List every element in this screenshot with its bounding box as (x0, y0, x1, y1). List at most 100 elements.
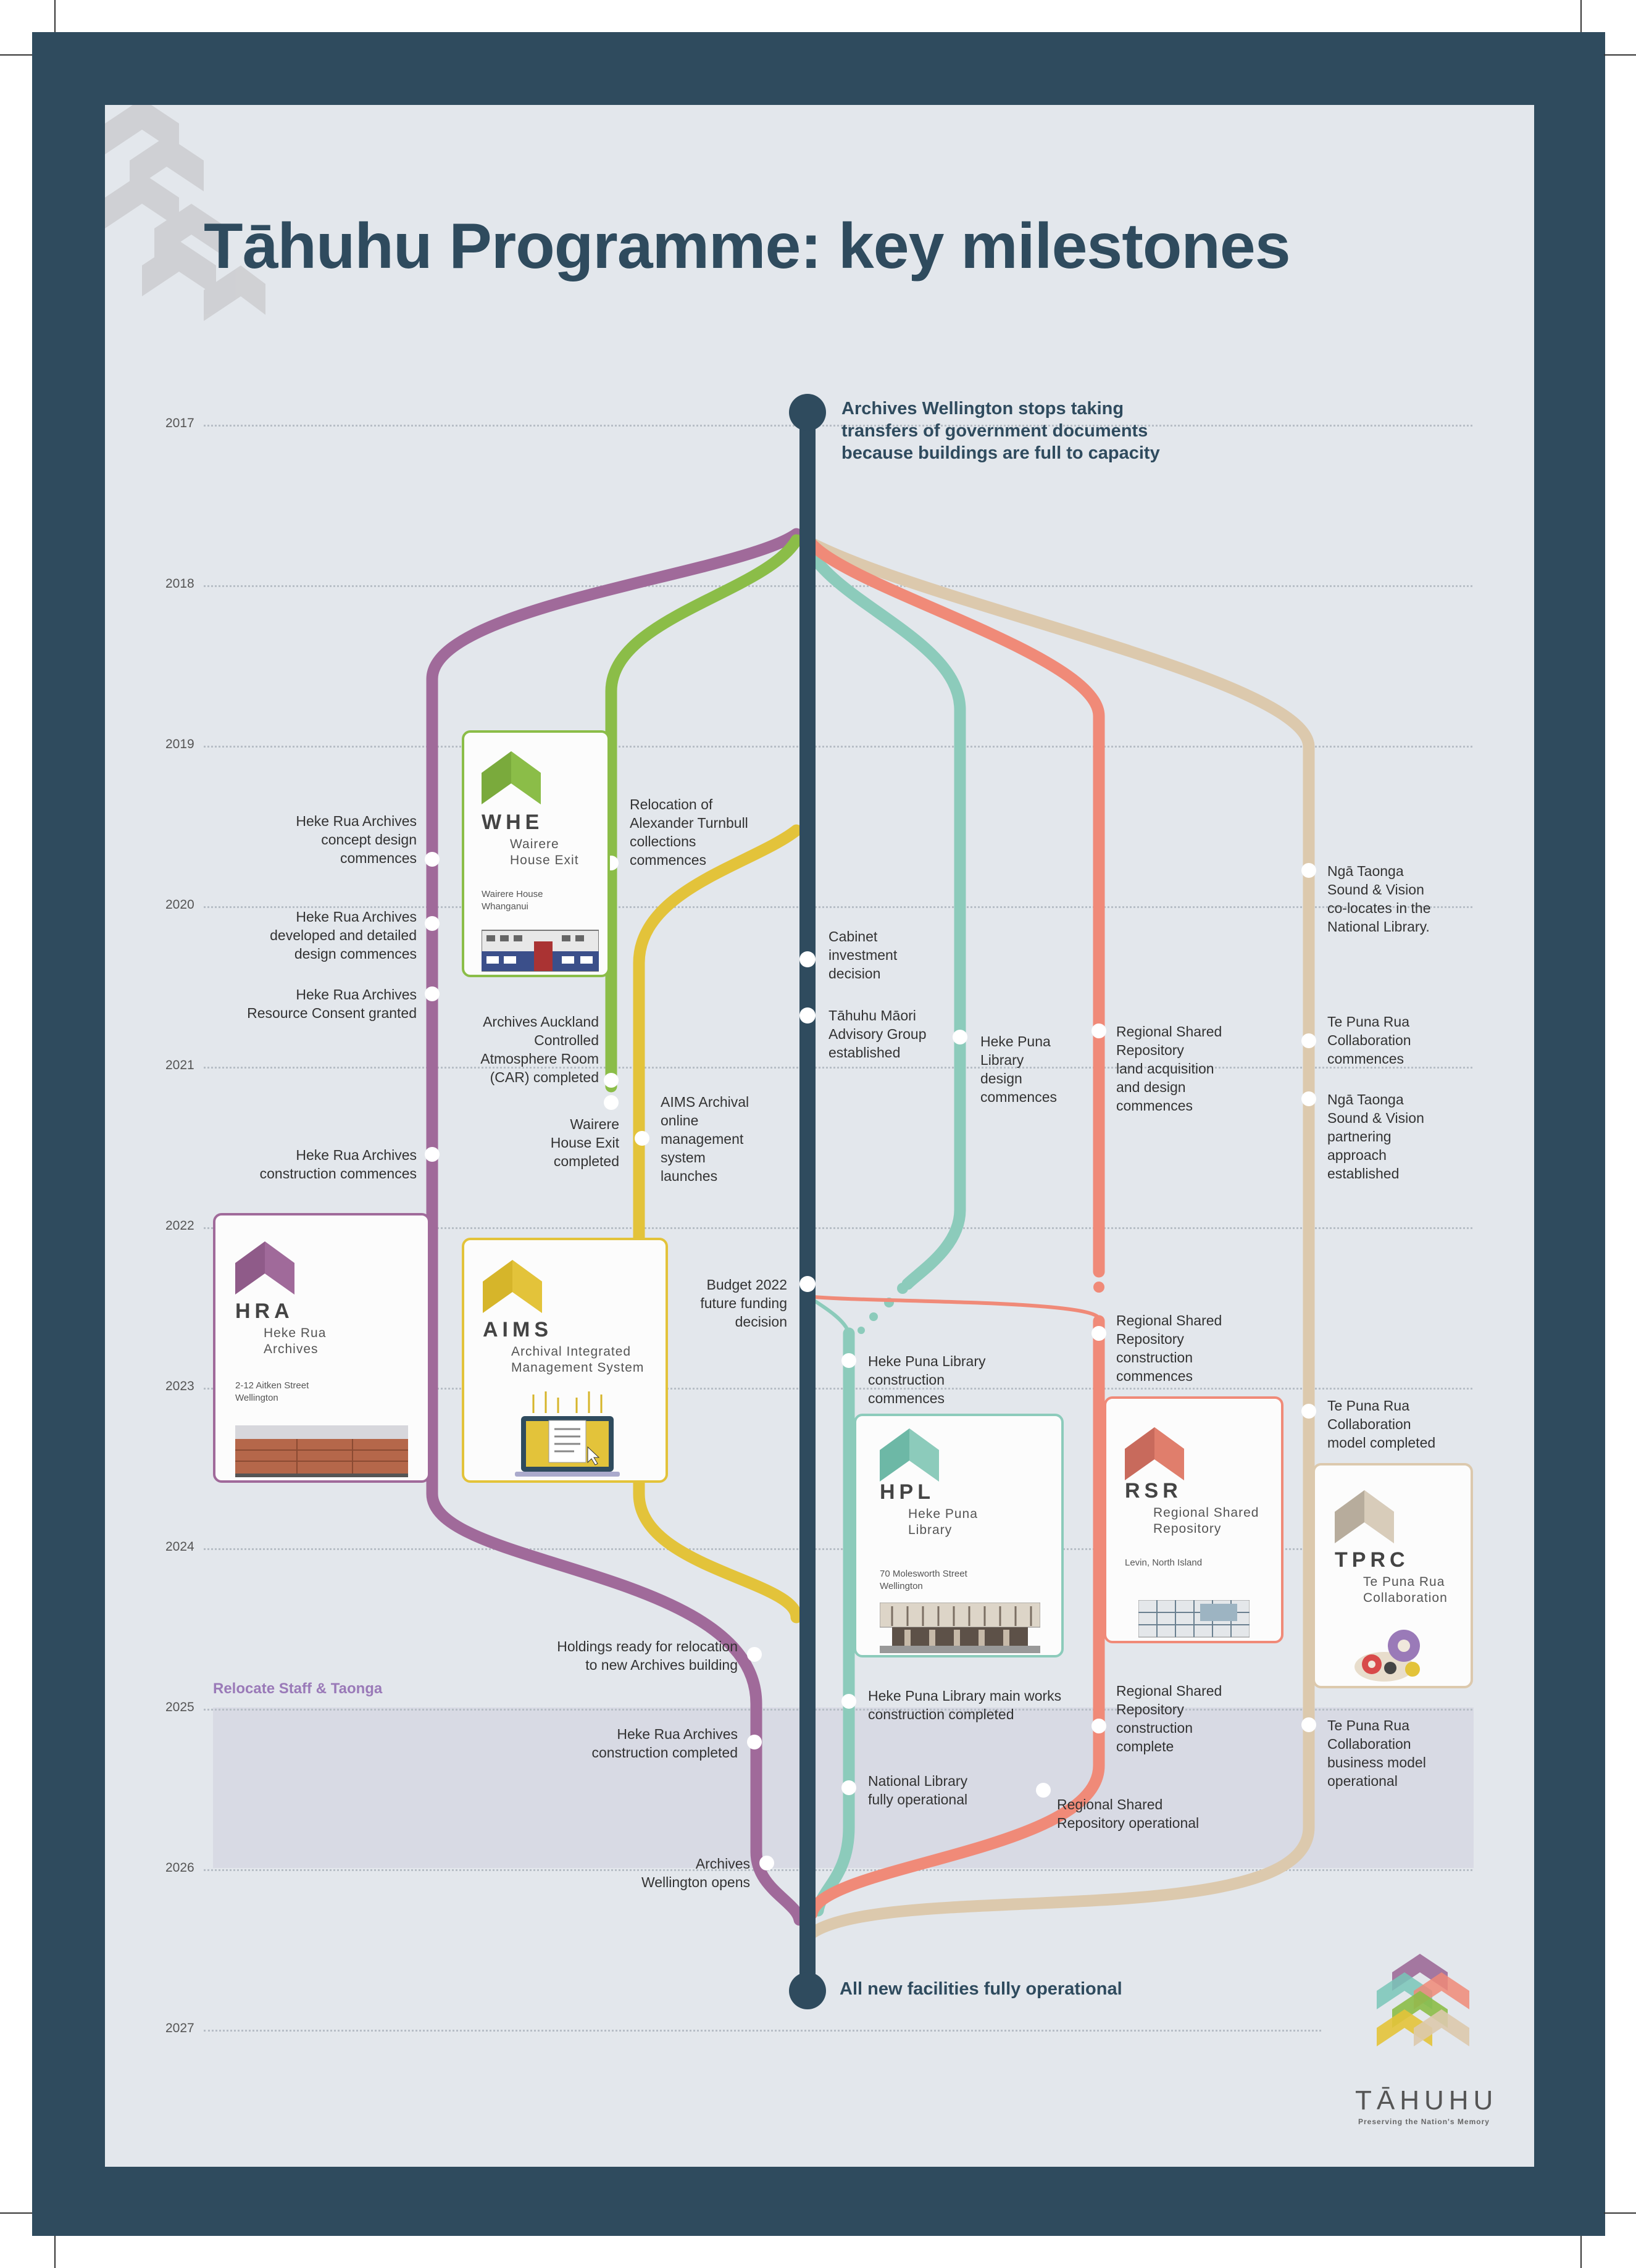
page-title: Tāhuhu Programme: key milestones (204, 211, 1291, 282)
milestone-label: Heke Puna Library design commences (980, 1033, 1057, 1105)
rsr-chevron-icon (1125, 1427, 1184, 1480)
whe-line (605, 534, 803, 1093)
milestone-label: Heke Rua Archives construction commences (259, 1147, 417, 1182)
milestone-label: Heke Puna Library construction commences (868, 1353, 986, 1406)
card-name: Te Puna Rua Collaboration (1363, 1575, 1448, 1605)
crop-mark (1580, 2236, 1582, 2268)
hpl-line-lower (812, 1327, 855, 1917)
year-label: 2017 (165, 416, 194, 430)
card-address: Wairere House Whanganui (482, 889, 543, 912)
year-label: 2018 (165, 577, 194, 591)
year-label: 2021 (165, 1058, 194, 1072)
year-label: 2019 (165, 737, 194, 751)
milestone-label: Te Puna Rua Collaboration model complete… (1327, 1398, 1436, 1451)
logo-name: TĀHUHU (1355, 2085, 1498, 2116)
milestone-label: Heke Rua Archives developed and detailed… (270, 909, 417, 962)
milestone-label: Heke Rua Archives construction completed (591, 1726, 738, 1761)
trunk-start-node (789, 394, 826, 431)
card-address: 70 Molesworth Street Wellington (880, 1569, 967, 1591)
hpl-chevron-icon (880, 1428, 939, 1482)
milestone-label: Wairere House Exit completed (550, 1116, 619, 1169)
milestone-nodes (425, 852, 1316, 1870)
card-name: Regional Shared Repository (1153, 1506, 1259, 1536)
milestone-label: Ngā Taonga Sound & Vision partnering app… (1327, 1091, 1424, 1182)
card-code: AIMS (483, 1318, 553, 1341)
whe-chevron-icon (482, 751, 541, 804)
milestone-label: Holdings ready for relocation to new Arc… (557, 1638, 738, 1673)
tprc-chevron-icon (1335, 1490, 1394, 1543)
crop-mark (0, 2212, 32, 2214)
tprc-line (799, 534, 1315, 1945)
year-gridline (204, 1067, 1472, 1069)
rsr-line (803, 534, 1105, 1278)
milestone-label: Heke Rua Archives concept design commenc… (296, 813, 417, 866)
card-aims: AIMS Archival Integrated Management Syst… (462, 1238, 668, 1483)
milestone-label: Cabinet investment decision (828, 928, 898, 982)
card-rsr: RSR Regional Shared Repository Levin, No… (1104, 1396, 1283, 1643)
milestone-label: Regional Shared Repository land acquisit… (1116, 1024, 1222, 1114)
aims-line (633, 824, 803, 1624)
card-name: Wairere House Exit (510, 837, 579, 867)
crop-mark (1604, 2212, 1636, 2214)
year-gridline (204, 1709, 1472, 1711)
crop-mark (0, 54, 32, 56)
aims-computer-icon (515, 1391, 620, 1477)
milestone-label: Te Puna Rua Collaboration commences (1327, 1014, 1411, 1067)
milestone-label: Heke Puna Library main works constructio… (868, 1688, 1062, 1722)
hra-building-icon (235, 1425, 408, 1477)
rsr-line-lower (806, 1315, 1105, 1920)
card-address: Levin, North Island (1125, 1557, 1203, 1568)
card-code: WHE (482, 811, 544, 834)
crop-mark (1604, 54, 1636, 56)
rsr-building-icon (1138, 1600, 1250, 1638)
year-gridline (204, 1548, 1472, 1550)
year-gridline (204, 906, 1472, 908)
headline-top: Archives Wellington stops taking transfe… (841, 399, 1160, 463)
milestone-label: Te Puna Rua Collaboration business model… (1327, 1717, 1426, 1789)
headline-bottom: All new facilities fully operational (840, 1979, 1122, 1999)
card-code: HRA (235, 1299, 294, 1323)
year-gridline (204, 746, 1472, 748)
hra-line (426, 528, 806, 1926)
year-label: 2027 (165, 2021, 194, 2035)
year-label: 2024 (165, 1540, 194, 1554)
year-gridline (204, 1227, 1472, 1229)
hra-chevron-icon (235, 1241, 294, 1295)
milestone-label: Tāhuhu Māori Advisory Group established (828, 1007, 927, 1061)
year-label: 2025 (165, 1700, 194, 1714)
crop-mark (54, 2236, 56, 2268)
card-whe: WHE Wairere House Exit Wairere House Wha… (462, 730, 610, 977)
tahuhu-logo-icon (1377, 1954, 1469, 2046)
card-hra: HRA Heke Rua Archives 2-12 Aitken Street… (213, 1213, 430, 1483)
milestone-label: Regional Shared Repository construction … (1116, 1683, 1222, 1754)
milestone-label: Relocation of Alexander Turnbull collect… (630, 796, 748, 868)
year-label: 2022 (165, 1219, 194, 1233)
milestone-label: Regional Shared Repository operational (1057, 1796, 1200, 1831)
hpl-dots (858, 1283, 908, 1334)
card-name: Heke Puna Library (908, 1507, 978, 1537)
crop-mark (54, 0, 56, 32)
card-code: TPRC (1335, 1548, 1409, 1572)
rsr-dots (1093, 1282, 1104, 1293)
card-code: RSR (1125, 1479, 1182, 1503)
card-address: 2-12 Aitken Street Wellington (235, 1380, 309, 1403)
milestone-label: Budget 2022 future funding decision (700, 1277, 787, 1330)
card-code: HPL (880, 1480, 935, 1504)
card-name: Heke Rua Archives (264, 1326, 327, 1356)
year-label: 2020 (165, 898, 194, 912)
year-gridline (204, 425, 1472, 427)
milestone-label: Regional Shared Repository construction … (1116, 1312, 1222, 1384)
milestone-label: National Library fully operational (868, 1773, 968, 1807)
decorative-chevrons-icon (105, 105, 265, 321)
milestone-label: AIMS Archival online management system l… (661, 1094, 749, 1184)
tprc-gears-icon (1354, 1630, 1420, 1682)
trunk-end-node (789, 1972, 826, 2009)
card-name: Archival Integrated Management System (511, 1345, 645, 1375)
hpl-building-icon (880, 1603, 1040, 1653)
crop-mark (1580, 0, 1582, 32)
year-label: 2023 (165, 1379, 194, 1393)
aims-chevron-icon (483, 1260, 542, 1313)
hpl-line-upper (803, 543, 966, 1290)
milestone-label: Archives Auckland Controlled Atmosphere … (480, 1014, 599, 1085)
